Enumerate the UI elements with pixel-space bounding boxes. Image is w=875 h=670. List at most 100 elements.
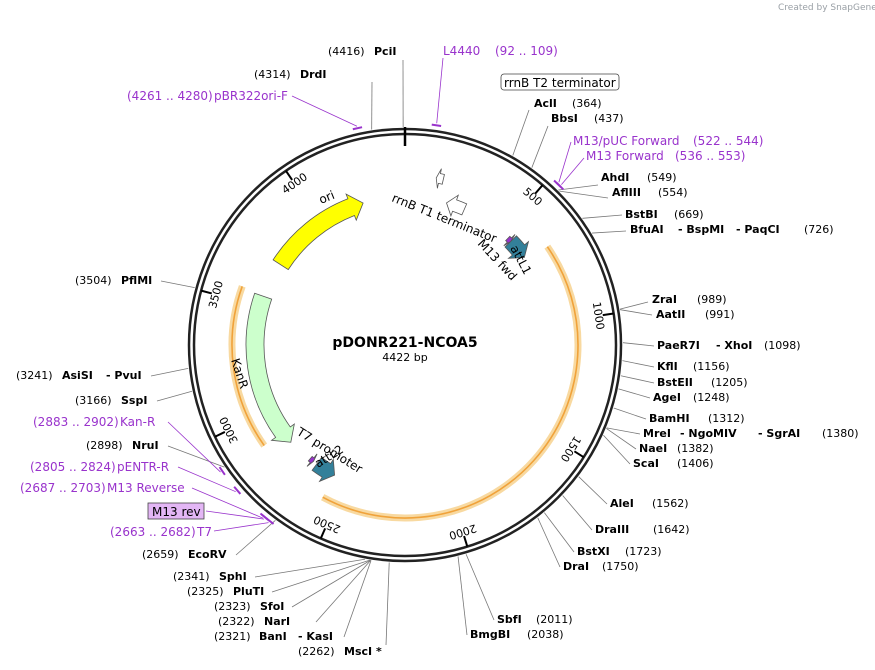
pos-sfoi: (2323) xyxy=(214,600,251,613)
tick-1500 xyxy=(573,450,585,459)
enzyme-draiii: DraIII xyxy=(595,523,629,536)
pos-mrei: (1380) xyxy=(822,427,859,440)
tick-4000 xyxy=(285,170,293,181)
pos-nrui: (2898) xyxy=(86,439,123,452)
leader-paer7i xyxy=(622,342,655,347)
leader-bamhi xyxy=(613,407,647,420)
pos-paer7i: (1098) xyxy=(764,339,801,352)
leader-mrei xyxy=(606,427,641,435)
pos-alei: (1562) xyxy=(652,497,689,510)
primer-kan-r-range: (2883 .. 2902) xyxy=(33,415,119,429)
leader-aatii xyxy=(620,309,653,316)
primer-leader-l4440 xyxy=(436,57,444,124)
enzyme-agei: AgeI xyxy=(653,391,681,404)
feature-arcs xyxy=(228,168,582,522)
leader-lines xyxy=(150,57,655,646)
primer-m13-puc-forward: M13/pUC Forward xyxy=(573,134,680,148)
pos-aatii: (991) xyxy=(705,308,735,321)
pos-pluti: (2325) xyxy=(187,585,224,598)
leader-kfli xyxy=(622,360,655,368)
pos-ahdi: (549) xyxy=(647,171,677,184)
enzyme-msci: MscI * xyxy=(344,645,382,658)
tick-label-4000: 4000 xyxy=(279,170,309,197)
pos-sphi: (2341) xyxy=(173,570,210,583)
leader-sbfi xyxy=(465,554,495,621)
enzyme-nrui: NruI xyxy=(132,439,159,452)
primer-m13-reverse: M13 Reverse xyxy=(107,481,185,495)
enzyme-naei: NaeI xyxy=(639,442,667,455)
tick-3500 xyxy=(200,289,213,295)
pos-sbfi: (2011) xyxy=(536,613,573,626)
pos-bmgbi: (2038) xyxy=(527,628,564,641)
tick-500 xyxy=(534,184,544,195)
primer-pentr-r-range: (2805 .. 2824) xyxy=(30,460,116,474)
enzyme-pflmi: PflMI xyxy=(121,274,152,287)
primer-t7-range: (2663 .. 2682) xyxy=(110,525,196,539)
enzyme-sgrai: - SgrAI xyxy=(758,427,800,440)
feature-label-rrnb-t1: rrnB T1 terminator xyxy=(390,191,499,246)
m13-rev-box xyxy=(147,502,205,520)
tick-label-3500: 3500 xyxy=(206,279,226,309)
tick-label-3000: 3000 xyxy=(217,415,241,446)
primer-site-m13-rev xyxy=(261,513,270,522)
pos-bamhi: (1312) xyxy=(708,412,745,425)
enzyme-kasi: - KasI xyxy=(298,630,333,643)
pos-bfuai: (726) xyxy=(804,223,834,236)
enzyme-paqci: - PaqCI xyxy=(736,223,780,236)
leader-naei xyxy=(606,428,637,450)
primer-pentr-r: pENTR-R xyxy=(117,460,169,474)
pos-sspi: (3166) xyxy=(75,394,112,407)
enzyme-asisi: AsiSI xyxy=(62,369,93,382)
leader-ahdi xyxy=(558,184,599,191)
rrnb-t1-arrow xyxy=(446,194,468,218)
enzyme-kfli: KflI xyxy=(657,360,678,373)
leader-drai xyxy=(537,517,561,568)
enzyme-ahdi: AhdI xyxy=(601,171,629,184)
tick-label-2000: 2000 xyxy=(447,521,478,542)
tick-label-1000: 1000 xyxy=(590,301,607,331)
enzyme-paer7i: PaeR7I xyxy=(657,339,700,352)
leader-sphi xyxy=(254,558,366,578)
leader-sspi xyxy=(156,390,193,402)
pos-acli: (364) xyxy=(572,97,602,110)
leader-bstbi xyxy=(582,214,623,219)
orange-region-line-0 xyxy=(322,246,579,519)
primer-site-m13-forward xyxy=(555,182,565,191)
enzyme-bstxi: BstXI xyxy=(577,545,610,558)
enzyme-sfoi: SfoI xyxy=(260,600,284,613)
primer-leader-t7 xyxy=(213,522,269,532)
primer-t7: T7 xyxy=(196,525,212,539)
primer-site-pbr322ori-f xyxy=(352,126,363,131)
enzyme-bsteii: BstEII xyxy=(657,376,693,389)
leader-bsteii xyxy=(620,375,655,384)
leader-draiii xyxy=(562,495,593,531)
rrnb-t2-box xyxy=(500,73,620,91)
feature-label-rrnb-t2: rrnB T2 terminator xyxy=(504,76,616,90)
primer-site-l4440 xyxy=(431,123,442,127)
primer-m13-forward-range: (536 .. 553) xyxy=(675,149,745,163)
enzyme-sbfi: SbfI xyxy=(497,613,522,626)
m13-fwd-arrow xyxy=(503,234,516,247)
tick-3000 xyxy=(214,431,226,438)
rrnb-t2-arrow xyxy=(435,168,445,189)
primer-l4440: L4440 xyxy=(443,44,480,58)
primer-leader-m13-reverse xyxy=(191,487,263,519)
leader-msci xyxy=(385,562,390,646)
enzyme-bfuai: BfuAI xyxy=(630,223,664,236)
enzyme-pvui: - PvuI xyxy=(106,369,142,382)
pos-pcii: (4416) xyxy=(328,45,365,58)
pos-drdi: (4314) xyxy=(254,68,291,81)
primer-leader-pbr322ori-f xyxy=(291,95,358,127)
pos-naei: (1382) xyxy=(677,442,714,455)
tick-label-500: 500 xyxy=(520,185,544,209)
leader-nari xyxy=(315,560,372,623)
orange-region-0 xyxy=(321,244,582,522)
leader-sfoi xyxy=(291,559,371,608)
tick-1000 xyxy=(602,312,614,317)
enzyme-sspi: SspI xyxy=(121,394,147,407)
primer-m13-rev: M13 rev xyxy=(152,505,201,519)
t7-promoter-arrow xyxy=(306,453,318,467)
leader-nrui xyxy=(167,445,225,468)
enzyme-alei: AleI xyxy=(610,497,634,510)
enzyme-scai: ScaI xyxy=(633,457,659,470)
